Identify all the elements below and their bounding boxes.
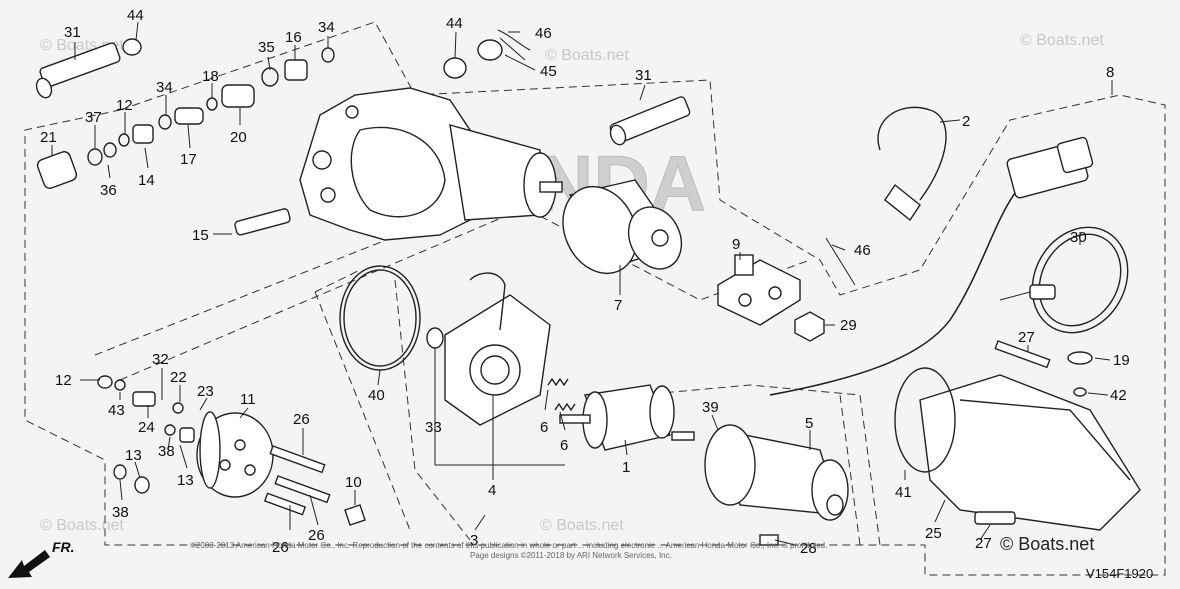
pin-31-left [35,42,121,99]
callout-6: 6 [540,419,548,436]
callout-38: 38 [158,443,175,460]
callouts: 31 44 35 16 34 44 46 45 31 8 37 12 34 18… [40,7,1130,557]
bracket-9 [717,237,856,342]
callout-21: 21 [40,129,57,146]
diagram-code: V154F1920 [1086,566,1153,581]
brush-holder-4 [426,272,551,426]
callout-33: 33 [425,419,442,436]
callout-35: 35 [258,39,275,56]
callout-1: 1 [622,459,630,476]
callout-3: 3 [470,532,478,549]
pin-31-right [609,96,691,146]
callout-13: 13 [125,447,142,464]
callout-38: 38 [112,504,129,521]
cover-25 [894,367,1141,531]
copyright-line: ©2003-2013 American Honda Motor Co., Inc… [190,541,827,550]
callout-2: 2 [962,113,970,130]
armature-1 [559,384,695,451]
callout-17: 17 [180,151,197,168]
gear-case [299,87,563,241]
callout-10: 10 [345,474,362,491]
callout-39: 39 [702,399,719,416]
callout-26: 26 [308,527,325,544]
o-ring-40 [339,265,421,371]
callout-16: 16 [285,29,302,46]
callout-34: 34 [318,19,335,36]
callout-36: 36 [100,182,117,199]
watermark: © Boats.net [40,517,124,534]
callout-44: 44 [446,15,463,32]
callout-13: 13 [177,472,194,489]
watermark: © Boats.net [540,517,624,534]
callout-25: 25 [925,525,942,542]
callout-11: 11 [240,391,256,408]
callout-31: 31 [635,67,652,84]
callout-group [51,21,1113,546]
callout-41: 41 [895,484,912,501]
harness [769,106,1094,396]
callout-19: 19 [1113,352,1130,369]
callout-45: 45 [540,63,557,80]
callout-26: 26 [272,539,289,556]
callout-18: 18 [202,68,219,85]
callout-12: 12 [116,97,133,114]
watermark: © Boats.net [1020,32,1104,49]
callout-24: 24 [138,419,155,436]
callout-44: 44 [127,7,144,24]
callout-30: 30 [1070,229,1087,246]
callout-40: 40 [368,387,385,404]
o-ring-40-inner [343,269,417,367]
front-arrow-icon [8,550,50,578]
callout-27: 27 [1018,329,1035,346]
valve-parts [36,29,531,236]
callout-14: 14 [138,172,155,189]
callout-23: 23 [197,383,214,400]
callout-4: 4 [488,482,496,499]
callout-34: 34 [156,79,173,96]
callout-22: 22 [170,369,187,386]
copyright-line: Page designs ©2011-2018 by ARI Network S… [470,551,672,560]
motor-drum-7 [562,179,683,275]
watermark-main: © Boats.net [1000,534,1094,554]
callout-7: 7 [614,297,622,314]
callout-37: 37 [85,109,102,126]
callout-43: 43 [108,402,125,419]
callout-9: 9 [732,236,740,253]
callout-27: 27 [975,535,992,552]
callout-8: 8 [1106,64,1114,81]
end-plate-11 [97,340,1093,546]
callout-26: 26 [293,411,310,428]
callout-15: 15 [192,227,209,244]
clamp-30 [999,226,1129,334]
callout-32: 32 [152,351,169,368]
callout-46: 46 [854,242,871,259]
yoke-5 [704,424,849,521]
callout-28: 28 [800,540,817,557]
callout-29: 29 [840,317,857,334]
front-label: FR. [52,539,75,555]
callout-12: 12 [55,372,72,389]
callout-46: 46 [535,25,552,42]
callout-20: 20 [230,129,247,146]
watermark: © Boats.net [545,47,629,64]
callout-31: 31 [64,24,81,41]
callout-6: 6 [560,437,568,454]
callout-42: 42 [1110,387,1127,404]
springs-6 [547,377,576,412]
callout-5: 5 [805,415,813,432]
